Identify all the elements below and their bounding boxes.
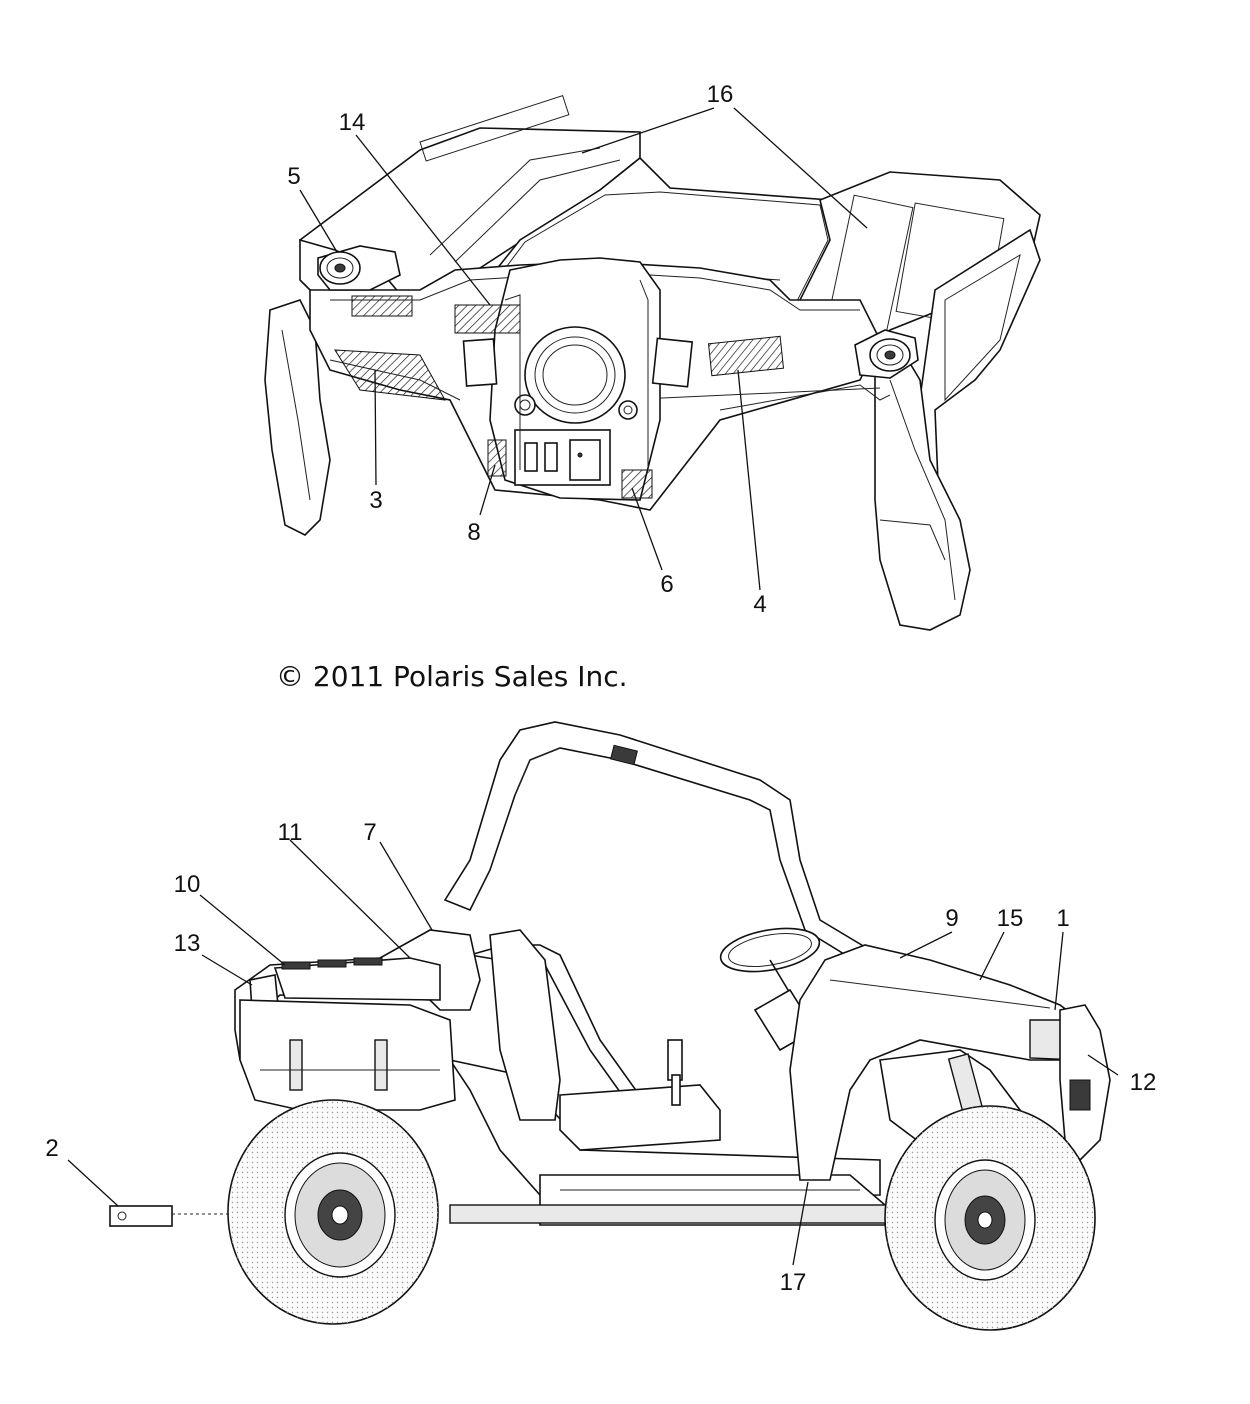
callout-labels: 16 14 5 3 8 6 4 11 7 10 13 9 15 1 12 2 1… [45, 81, 1156, 1296]
copyright-notice: © 2011 Polaris Sales Inc. [276, 660, 628, 693]
callout-5: 5 [287, 163, 300, 190]
callout-14: 14 [339, 109, 366, 136]
callout-9: 9 [945, 905, 958, 932]
vehicle-side-view [109, 721, 1111, 1331]
callout-12: 12 [1130, 1069, 1157, 1096]
callout-11: 11 [278, 819, 303, 846]
callout-2: 2 [45, 1135, 58, 1162]
dash-hood-assembly [264, 95, 1041, 631]
rear-wheel [227, 1099, 439, 1325]
callout-15: 15 [997, 905, 1024, 932]
decal-area-8 [487, 439, 507, 477]
front-wheel [884, 1105, 1096, 1331]
decal-area-3 [334, 349, 446, 401]
callout-8: 8 [467, 519, 480, 546]
top-leaders [299, 107, 868, 591]
callout-3: 3 [369, 487, 382, 514]
right-speaker-pod [854, 329, 919, 379]
callout-13: 13 [174, 930, 201, 957]
bottom-leaders [67, 839, 1119, 1266]
callout-4: 4 [753, 591, 766, 618]
callout-16: 16 [707, 81, 734, 108]
tire-decal-part [109, 1205, 228, 1227]
gauge-cluster [489, 257, 661, 501]
callout-10: 10 [174, 871, 201, 898]
left-speaker-pod [317, 245, 401, 291]
callout-1: 1 [1056, 905, 1069, 932]
callout-17: 17 [780, 1269, 807, 1296]
callout-7: 7 [363, 819, 376, 846]
decal-area-14 [454, 304, 521, 334]
decal-area-6 [621, 469, 653, 499]
decal-area-4 [707, 335, 785, 377]
callout-6: 6 [660, 571, 673, 598]
